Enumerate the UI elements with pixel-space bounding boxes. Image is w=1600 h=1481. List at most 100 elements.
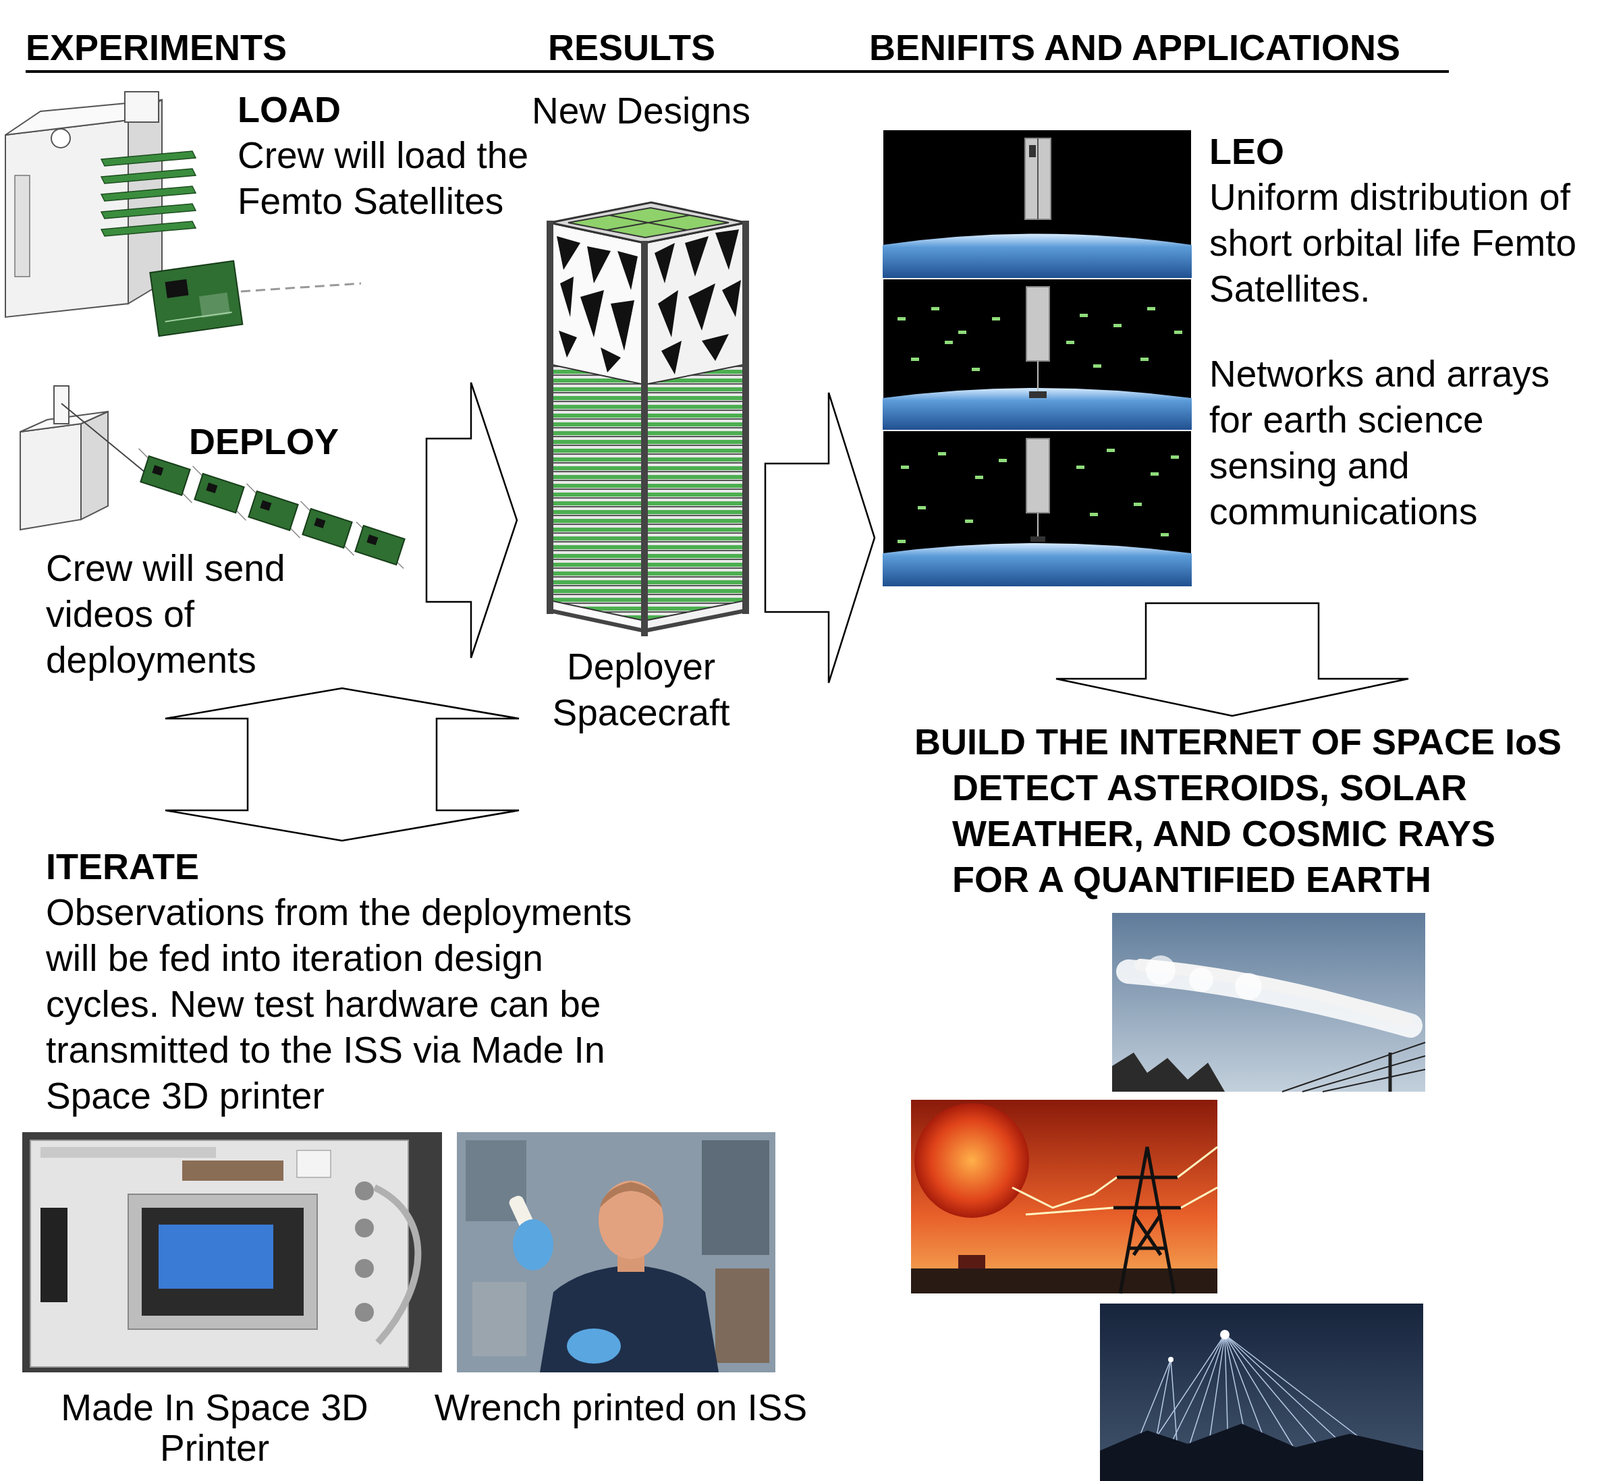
leo-render-panels — [1106, 448, 1115, 453]
meteor-photo — [1140, 964, 1408, 1021]
deployer-sketch — [61, 403, 146, 473]
deployed-femto-satellites — [151, 464, 164, 476]
3d-printer-photo — [354, 1259, 374, 1279]
cubesat-mount-sketch — [14, 175, 30, 277]
cubesat-mount-sketch — [101, 186, 196, 202]
cubesat-mount-sketch — [51, 128, 71, 148]
astronaut-photo — [701, 1140, 770, 1256]
leo-render-panels — [1133, 502, 1142, 507]
leo-render-panels — [1079, 313, 1088, 318]
astronaut-photo — [456, 1132, 776, 1373]
leo-render-panels — [911, 357, 920, 362]
deployed-femto-satellites — [302, 508, 352, 548]
leo-render-panels — [964, 519, 974, 523]
3d-printer-photo — [141, 1207, 304, 1316]
solar-storm-photo — [1133, 1214, 1161, 1256]
3d-printer-photo — [296, 1150, 331, 1178]
deployer-sketch — [80, 411, 108, 520]
meteor-photo — [1112, 913, 1426, 1092]
goal-block: BUILD THE INTERNET OF SPACE IoSDETECT AS… — [914, 718, 1593, 905]
solar-storm-photo — [911, 1099, 1218, 1294]
cubesat-mount-sketch — [165, 312, 233, 322]
step-heading: LOAD — [237, 86, 542, 133]
column-header: RESULTS — [547, 26, 832, 68]
step-heading: ITERATE — [45, 843, 674, 890]
deployer-spacecraft — [549, 224, 746, 631]
deployer-spacecraft — [549, 610, 746, 631]
leo-render-panels — [882, 430, 1192, 587]
leo-render-panels — [1147, 307, 1156, 311]
result-text: New Designs — [531, 87, 751, 134]
3d-printer-photo — [40, 1147, 216, 1158]
leo-render-panels — [1026, 286, 1050, 362]
3d-printer-photo — [182, 1160, 284, 1181]
deployed-femto-satellites — [181, 466, 257, 521]
leo-render-panels — [1037, 361, 1039, 392]
leo-render-panels — [1093, 364, 1102, 368]
deployer-spacecraft — [558, 330, 577, 358]
header-rule — [25, 70, 1449, 73]
meteor-photo — [1145, 955, 1176, 986]
deployer-spacecraft — [742, 224, 750, 611]
leo-render-panels — [958, 330, 967, 335]
leo-render-panels — [1029, 391, 1047, 399]
3d-printer-photo — [22, 1132, 443, 1373]
leo-render-panels — [1076, 465, 1085, 470]
deployer-spacecraft — [549, 202, 746, 243]
leo-render-panels — [931, 307, 940, 311]
deployer-spacecraft — [580, 290, 604, 338]
deployed-femto-satellites — [289, 501, 365, 556]
result-text: Deployer Spacecraft — [519, 643, 763, 736]
leo-render-panels — [897, 317, 906, 321]
3d-printer-photo — [354, 1181, 374, 1201]
solar-storm-photo — [1116, 1176, 1178, 1180]
solar-storm-photo — [1128, 1247, 1167, 1251]
deployer-spacecraft — [688, 283, 716, 331]
cosmic-ray-shower-photo — [1099, 1303, 1424, 1481]
solar-storm-photo — [1113, 1147, 1181, 1294]
solar-storm-photo — [958, 1255, 986, 1269]
meteor-photo — [1302, 1056, 1426, 1092]
header-rule — [25, 71, 1449, 73]
solar-storm-photo — [1177, 1147, 1218, 1178]
deployer-spacecraft — [560, 276, 574, 318]
step-text: Crew will load the Femto Satellites — [237, 132, 542, 225]
deployer-sketch — [20, 423, 81, 530]
meteor-photo — [1322, 1069, 1426, 1092]
3d-printer-photo — [30, 1140, 409, 1368]
deployer-spacecraft — [661, 340, 682, 375]
block-arrow — [426, 382, 517, 658]
3d-printer-photo — [354, 1303, 374, 1322]
cosmic-ray-shower-photo — [1147, 1334, 1225, 1451]
cubesat-mount-sketch — [149, 261, 243, 337]
deployer-spacecraft — [715, 229, 739, 270]
leo-render-panels — [991, 317, 1001, 321]
meteor-photo — [1189, 967, 1214, 992]
cubesat-mount-sketch — [165, 279, 189, 299]
leo-render-panels — [1030, 536, 1046, 542]
astronaut-photo — [472, 1282, 527, 1357]
leo-render-panels — [1029, 145, 1036, 158]
deployer-spacecraft — [549, 364, 645, 621]
leo-render-panels — [882, 129, 1192, 279]
deployer-spacecraft — [722, 280, 741, 318]
cubesat-mount-sketch — [124, 91, 159, 123]
solar-storm-photo — [1133, 1214, 1161, 1256]
panel-text: Uniform distribution of short orbital li… — [1209, 174, 1588, 312]
leo-render-panels — [1025, 138, 1051, 220]
leo-render-panels — [1037, 512, 1039, 537]
deployer-spacecraft — [657, 290, 679, 338]
solar-storm-photo — [1113, 1206, 1181, 1210]
leo-render-panels — [1037, 138, 1039, 220]
astronaut-photo — [512, 1219, 554, 1271]
3d-printer-photo — [354, 1218, 374, 1238]
deployed-femto-satellites — [235, 483, 311, 538]
deployed-femto-satellites — [346, 521, 413, 569]
deployed-femto-satellites — [194, 473, 244, 513]
3d-printer-photo — [374, 1187, 418, 1343]
step-text: Observations from the deployments will b… — [45, 889, 654, 1119]
3d-printer-photo — [158, 1224, 274, 1289]
deployed-femto-satellites — [235, 483, 311, 538]
deployer-spacecraft — [568, 207, 729, 238]
